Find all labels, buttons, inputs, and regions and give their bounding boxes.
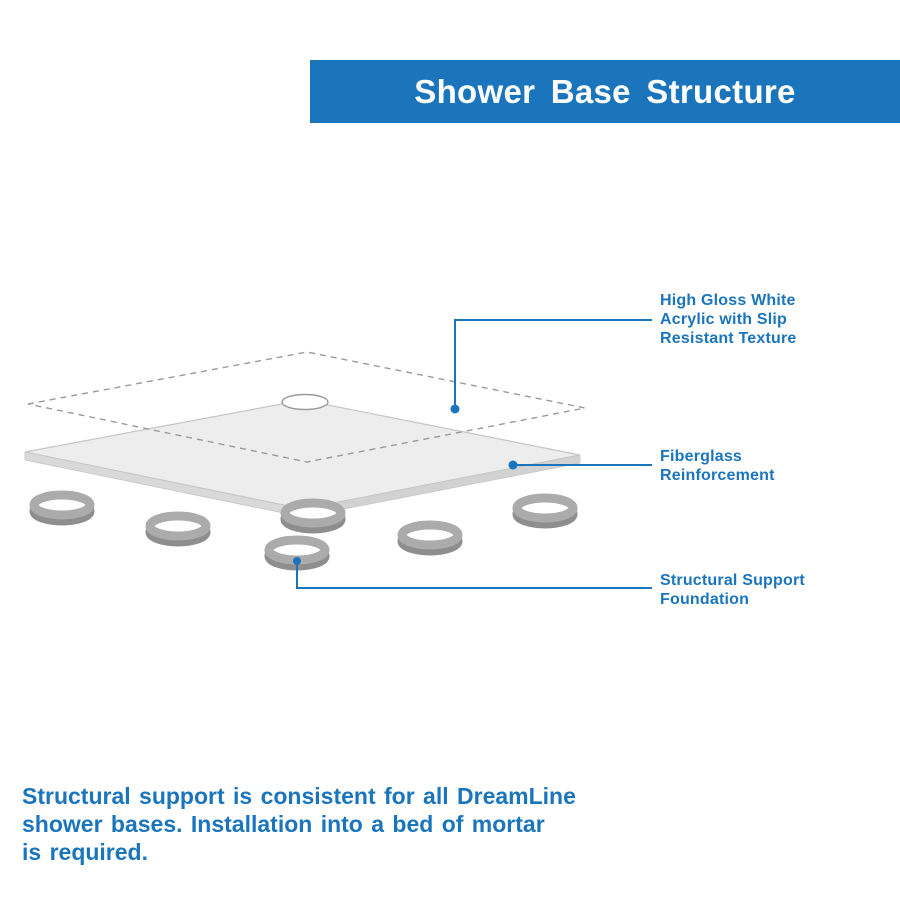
fiberglass-dot — [508, 460, 518, 470]
fiberglass-layer — [24, 399, 581, 518]
acrylic-leader-line — [454, 319, 652, 406]
page-title: Shower Base Structure — [414, 72, 796, 110]
drain-hole — [281, 393, 329, 411]
support-ring — [264, 535, 330, 571]
foundation-dot — [293, 557, 301, 565]
support-rings — [29, 490, 578, 571]
support-ring — [280, 498, 346, 534]
label-foundation: Structural Support Foundation — [660, 572, 805, 608]
callout-lines — [293, 319, 652, 589]
support-ring — [512, 493, 578, 529]
support-ring — [145, 511, 211, 547]
label-fiberglass: Fiberglass Reinforcement — [660, 448, 775, 484]
title-bar: Shower Base Structure — [310, 60, 900, 123]
label-acrylic: High Gloss White Acrylic with Slip Resis… — [660, 292, 797, 347]
foundation-leader-line — [296, 561, 652, 589]
acrylic-dot — [450, 404, 460, 414]
acrylic-layer — [27, 351, 586, 463]
footer-note: Structural support is consistent for all… — [22, 783, 576, 865]
support-ring — [29, 490, 95, 526]
support-ring — [397, 520, 463, 556]
